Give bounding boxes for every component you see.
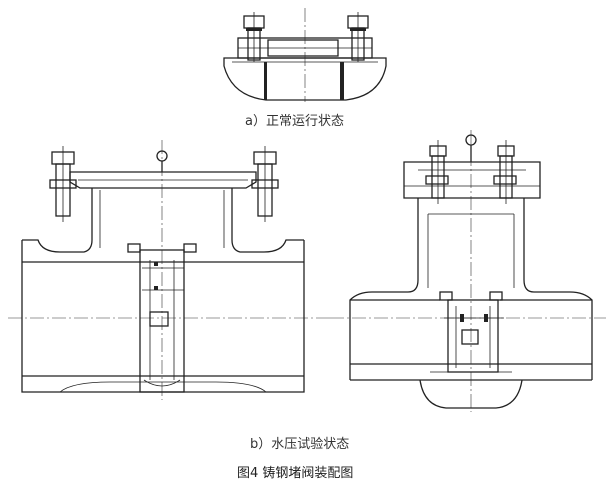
eye-bolt bbox=[465, 134, 477, 162]
view-b-right-valve bbox=[330, 130, 606, 412]
bolt-left bbox=[243, 12, 265, 62]
view-a-normal-operation bbox=[223, 8, 387, 102]
bolt-left bbox=[49, 146, 77, 222]
bolt-right bbox=[493, 140, 517, 204]
caption-hydro-test: b）水压试验状态 bbox=[250, 437, 350, 452]
figure-caption: 图4 铸钢堵阀装配图 bbox=[237, 466, 354, 481]
view-b-left-valve bbox=[8, 140, 330, 400]
eye-bolt bbox=[156, 150, 168, 172]
caption-normal-operation: a）正常运行状态 bbox=[245, 114, 344, 129]
bolt-left bbox=[425, 140, 449, 204]
bolt-right bbox=[251, 146, 279, 222]
bolt-right bbox=[347, 12, 369, 62]
